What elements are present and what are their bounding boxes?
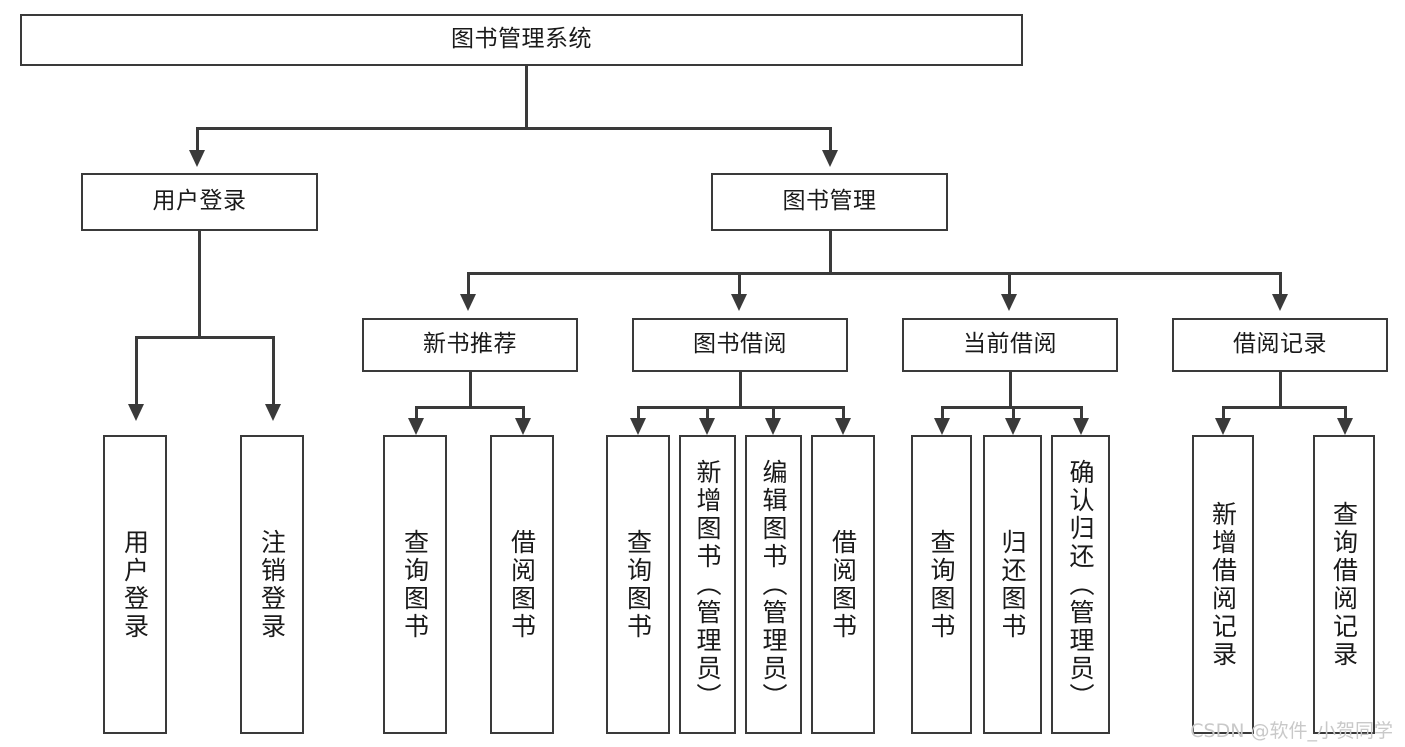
node-borrow-record[interactable]: 借阅记录 [1172,318,1388,372]
leaf-borrow-book-2[interactable]: 借阅图书 [811,435,875,734]
connector-root-bus [196,127,831,130]
arrowhead-leaf-add-book [699,418,715,435]
arrowhead-leaf-borrow-book-1 [515,418,531,435]
leaf-borrow-book-1[interactable]: 借阅图书 [490,435,554,734]
leaf-return-book[interactable]: 归还图书 [983,435,1042,734]
node-user-login[interactable]: 用户登录 [81,173,318,231]
node-new-book-recommend-label: 新书推荐 [423,331,517,358]
connector-current-borrow-stem [1009,372,1012,408]
connector-new-book-stem [469,372,472,408]
node-book-manage[interactable]: 图书管理 [711,173,948,231]
connector-book-borrow-bus [637,406,845,409]
connector-borrow-record-drop-2 [1344,406,1347,421]
node-borrow-record-label: 借阅记录 [1233,331,1327,358]
connector-root-to-user-login [196,127,199,152]
arrowhead-leaf-query-book-2 [630,418,646,435]
leaf-edit-book[interactable]: 编辑图书（管理员） [745,435,802,734]
connector-book-manage-bus [467,272,1282,275]
node-user-login-label: 用户登录 [152,188,247,215]
connector-book-borrow-drop-1 [637,406,640,421]
connector-book-borrow-drop-3 [772,406,775,421]
leaf-edit-book-label: 编辑图书（管理员） [759,458,788,711]
connector-book-manage-to-borrow-record [1279,272,1282,296]
leaf-query-book-2[interactable]: 查询图书 [606,435,670,734]
leaf-user-login[interactable]: 用户登录 [103,435,167,734]
node-root[interactable]: 图书管理系统 [20,14,1023,66]
arrowhead-borrow-record [1272,294,1288,311]
connector-user-login-to-leaf2 [272,336,275,406]
arrowhead-leaf-borrow-book-2 [835,418,851,435]
connector-new-book-drop-2 [522,406,525,421]
connector-book-manage-to-book-borrow [738,272,741,296]
connector-user-login-stem [198,231,201,338]
connector-current-borrow-drop-2 [1012,406,1015,421]
leaf-query-record-label: 查询借阅记录 [1329,500,1359,669]
leaf-query-book-2-label: 查询图书 [623,528,653,641]
leaf-borrow-book-1-label: 借阅图书 [507,528,537,641]
csdn-watermark: CSDN @软件_小贺同学 [1190,720,1393,742]
connector-book-borrow-drop-2 [706,406,709,421]
arrowhead-leaf-query-book-3 [934,418,950,435]
connector-new-book-bus [415,406,525,409]
arrowhead-leaf-user-login [128,404,144,421]
arrowhead-leaf-logout-login [265,404,281,421]
arrowhead-leaf-query-book-1 [408,418,424,435]
leaf-query-book-1[interactable]: 查询图书 [383,435,447,734]
leaf-logout-login-label: 注销登录 [257,528,287,641]
connector-current-borrow-drop-1 [941,406,944,421]
node-current-borrow[interactable]: 当前借阅 [902,318,1118,372]
arrowhead-book-borrow [731,294,747,311]
connector-book-manage-to-new-book [467,272,470,296]
arrowhead-leaf-add-record [1215,418,1231,435]
leaf-user-login-label: 用户登录 [120,528,150,641]
leaf-add-record[interactable]: 新增借阅记录 [1192,435,1254,734]
leaf-add-record-label: 新增借阅记录 [1208,500,1238,669]
connector-current-borrow-drop-3 [1080,406,1083,421]
node-root-label: 图书管理系统 [451,26,592,53]
node-book-manage-label: 图书管理 [782,188,877,215]
leaf-confirm-return[interactable]: 确认归还（管理员） [1051,435,1110,734]
leaf-confirm-return-label: 确认归还（管理员） [1066,458,1095,711]
connector-book-borrow-stem [739,372,742,408]
leaf-query-book-1-label: 查询图书 [400,528,430,641]
node-book-borrow[interactable]: 图书借阅 [632,318,848,372]
leaf-logout-login[interactable]: 注销登录 [240,435,304,734]
connector-user-login-to-leaf1 [135,336,138,406]
connector-borrow-record-stem [1279,372,1282,408]
connector-borrow-record-bus [1222,406,1347,409]
connector-user-login-bus [135,336,274,339]
arrowhead-current-borrow [1001,294,1017,311]
arrowhead-leaf-return-book [1005,418,1021,435]
arrowhead-leaf-confirm-return [1073,418,1089,435]
connector-book-manage-stem [829,231,832,274]
arrowhead-new-book-recommend [460,294,476,311]
node-new-book-recommend[interactable]: 新书推荐 [362,318,578,372]
leaf-return-book-label: 归还图书 [998,528,1027,641]
connector-new-book-drop-1 [415,406,418,421]
leaf-query-book-3-label: 查询图书 [927,528,956,641]
connector-borrow-record-drop-1 [1222,406,1225,421]
leaf-query-record[interactable]: 查询借阅记录 [1313,435,1375,734]
arrowhead-user-login [189,150,205,167]
leaf-query-book-3[interactable]: 查询图书 [911,435,972,734]
node-book-borrow-label: 图书借阅 [693,331,787,358]
arrowhead-leaf-edit-book [765,418,781,435]
node-current-borrow-label: 当前借阅 [963,331,1057,358]
arrowhead-leaf-query-record [1337,418,1353,435]
leaf-borrow-book-2-label: 借阅图书 [828,528,858,641]
connector-root-stem [525,66,528,129]
connector-book-manage-to-current-borrow [1008,272,1011,296]
leaf-add-book-label: 新增图书（管理员） [693,458,722,711]
leaf-add-book[interactable]: 新增图书（管理员） [679,435,736,734]
connector-root-to-book-manage [829,127,832,152]
arrowhead-book-manage [822,150,838,167]
connector-book-borrow-drop-4 [842,406,845,421]
